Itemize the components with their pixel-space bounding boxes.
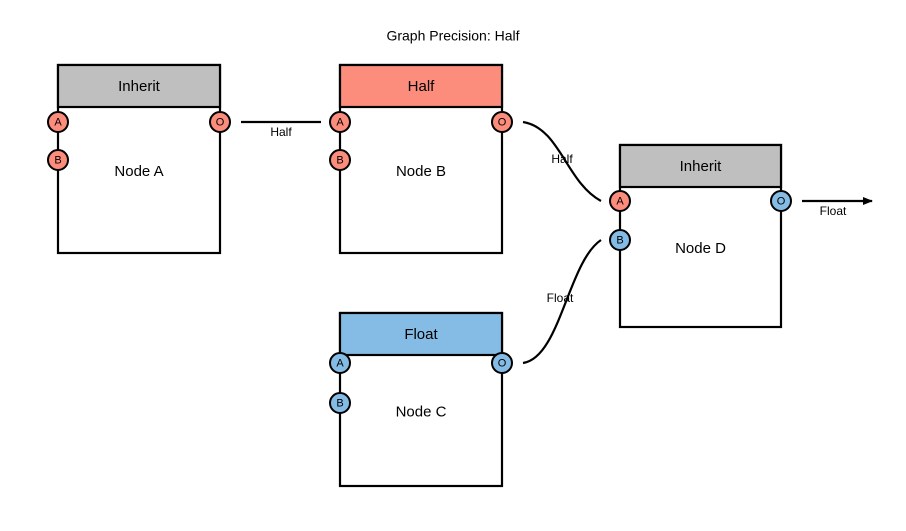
port-c-in-a-letter: A	[336, 358, 344, 370]
port-b-in-b-circle[interactable]	[329, 149, 351, 171]
edge-b-to-d-label: Half	[551, 152, 573, 166]
port-d-in-b-letter: B	[616, 235, 623, 247]
edge-b-to-d[interactable]	[522, 120, 602, 202]
port-b-out-o[interactable]: O	[491, 111, 513, 133]
edge-c-to-d-label: Float	[547, 291, 574, 305]
node-c-header-label: Float	[404, 326, 438, 343]
node-b-label: Node B	[396, 163, 446, 180]
node-a-header-label: Inherit	[118, 78, 161, 95]
port-c-in-a[interactable]: A	[329, 352, 351, 374]
port-d-in-a-circle[interactable]	[609, 190, 631, 212]
node-c-label: Node C	[396, 403, 447, 420]
node-b-header[interactable]	[338, 63, 504, 109]
port-a-in-a[interactable]: A	[47, 111, 69, 133]
port-a-out-o[interactable]: O	[209, 111, 231, 133]
port-b-in-a-letter: A	[336, 117, 344, 129]
port-d-out-o-circle[interactable]	[770, 190, 792, 212]
port-d-out-o[interactable]: O	[770, 190, 792, 212]
port-a-in-a-circle[interactable]	[47, 111, 69, 133]
port-a-out-o-circle[interactable]	[209, 111, 231, 133]
edges-layer	[241, 120, 873, 365]
port-a-in-b-circle[interactable]	[47, 149, 69, 171]
port-c-out-o[interactable]: O	[491, 352, 513, 374]
port-b-in-a-circle[interactable]	[329, 111, 351, 133]
port-a-in-b-letter: B	[54, 155, 61, 167]
edge-a-to-b-label: Half	[270, 125, 292, 139]
port-a-out-o-letter: O	[216, 117, 225, 129]
port-a-in-a-letter: A	[54, 117, 62, 129]
page-title: Graph Precision: Half	[386, 28, 519, 44]
port-a-in-b[interactable]: B	[47, 149, 69, 171]
edge-c-to-d[interactable]	[522, 239, 602, 365]
port-c-in-b-circle[interactable]	[329, 392, 351, 414]
port-b-out-o-letter: O	[498, 117, 507, 129]
node-d-label: Node D	[675, 240, 726, 257]
port-b-in-b-letter: B	[336, 155, 343, 167]
port-b-in-b[interactable]: B	[329, 149, 351, 171]
port-b-in-a[interactable]: A	[329, 111, 351, 133]
node-a-header[interactable]	[56, 63, 222, 109]
port-d-in-b[interactable]: B	[609, 229, 631, 251]
port-c-out-o-letter: O	[498, 358, 507, 370]
port-c-in-b-letter: B	[336, 398, 343, 410]
ports-layer: A B O A B O A B O A B O	[47, 111, 792, 414]
port-d-out-o-letter: O	[777, 196, 786, 208]
port-c-out-o-circle[interactable]	[491, 352, 513, 374]
port-d-in-a[interactable]: A	[609, 190, 631, 212]
node-b-header-label: Half	[408, 78, 436, 95]
node-a-label: Node A	[114, 163, 163, 180]
port-c-in-a-circle[interactable]	[329, 352, 351, 374]
port-d-in-a-letter: A	[616, 196, 624, 208]
port-d-in-b-circle[interactable]	[609, 229, 631, 251]
node-d-header[interactable]	[618, 143, 783, 189]
edge-d-output-label: Float	[820, 204, 847, 218]
port-b-out-o-circle[interactable]	[491, 111, 513, 133]
node-d-header-label: Inherit	[680, 158, 723, 175]
node-c-header[interactable]	[338, 311, 504, 357]
port-c-in-b[interactable]: B	[329, 392, 351, 414]
